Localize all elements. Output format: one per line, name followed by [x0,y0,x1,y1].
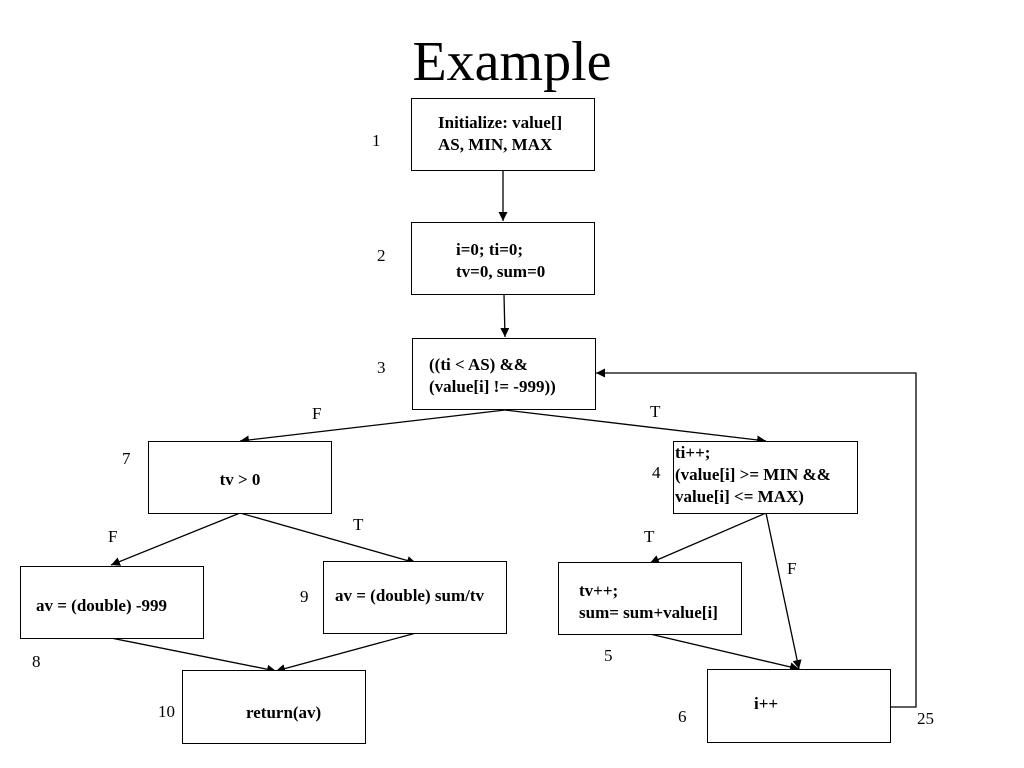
node-10-return: return(av) [182,670,366,744]
node-6-line-1: i++ [754,694,779,713]
node-3-line-2: (value[i] != -999)) [429,377,556,396]
edge-3-4-label: T [650,402,661,421]
edge-4-to-5 [649,512,767,564]
node-1-line-1: Initialize: value[] [438,113,563,132]
node-4-line-2: (value[i] >= MIN && [675,465,831,484]
node-4-line-1: ti++; [675,443,711,462]
node-7-line-1: tv > 0 [219,470,261,489]
node-8-av-default: av = (double) -999 [20,566,204,639]
node-2-line-2: tv=0, sum=0 [456,262,546,281]
edge-4-6-label: F [787,559,797,578]
node-9-line-1: av = (double) sum/tv [335,586,485,605]
edge-9-to-10 [275,632,417,673]
edge-3-to-4 [504,409,767,445]
node-1-line-2: AS, MIN, MAX [438,135,553,154]
edge-7-8-label: F [108,527,118,546]
slide-title: Example [412,31,612,93]
node-8-number: 8 [32,652,41,671]
edge-3-7-label: F [312,404,322,423]
node-3-loop-condition: ((ti < AS) && (value[i] != -999)) [412,338,596,410]
node-7-number: 7 [122,449,131,468]
node-6-number: 6 [678,707,687,726]
node-2-line-1: i=0; ti=0; [456,240,524,259]
node-7-tv-check: tv > 0 [148,441,332,514]
node-1-initialize: Initialize: value[] AS, MIN, MAX [411,98,595,171]
loop-edge-label: 25 [917,709,934,728]
node-4-range-check: ti++; (value[i] >= MIN && value[i] <= MA… [673,441,858,514]
node-10-number: 10 [158,702,175,721]
node-8-line-1: av = (double) -999 [36,596,168,615]
edge-6-to-3-loop [596,368,917,708]
node-2-init-counters: i=0; ti=0; tv=0, sum=0 [411,222,595,295]
node-4-number: 4 [652,463,661,482]
node-10-line-1: return(av) [246,703,322,722]
node-3-number: 3 [377,358,386,377]
edge-8-to-10 [110,637,277,674]
node-2-number: 2 [377,246,386,265]
node-5-number: 5 [604,646,613,665]
node-5-accumulate: tv++; sum= sum+value[i] [558,562,742,635]
node-6-increment: i++ [707,669,891,743]
edge-4-5-label: T [644,527,655,546]
node-3-line-1: ((ti < AS) && [429,355,528,374]
edge-7-to-8 [110,512,241,566]
node-1-number: 1 [372,131,381,150]
node-5-line-1: tv++; [579,581,619,600]
node-4-line-3: value[i] <= MAX) [675,487,804,506]
node-5-line-2: sum= sum+value[i] [579,603,718,622]
edge-3-to-7 [239,409,506,445]
edge-4-to-6 [765,512,802,670]
node-9-number: 9 [300,587,309,606]
edge-2-to-3 [500,294,510,338]
edge-7-9-label: T [353,515,364,534]
edge-5-to-6 [649,633,800,672]
edge-7-to-9 [239,512,417,565]
node-9-av-compute: av = (double) sum/tv [323,561,507,634]
